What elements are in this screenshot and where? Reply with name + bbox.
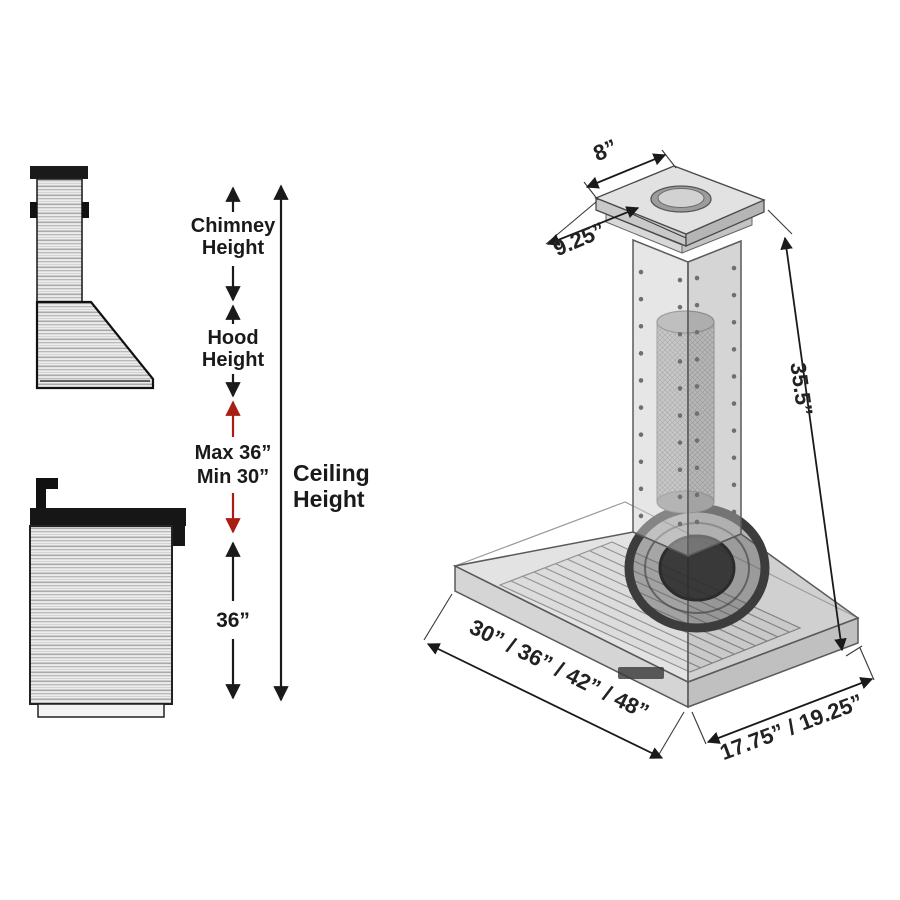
depth-options-dim-label: 17.75” / 19.25”: [717, 689, 867, 765]
extension-line: [661, 149, 677, 169]
range-side-view: [29, 478, 186, 718]
hood-chimney: [36, 178, 83, 303]
min-clearance-label: Min 30”: [197, 466, 269, 488]
rivet-columns: [638, 265, 737, 543]
height-dim-label: 35.5”: [785, 361, 817, 418]
chimney-height-label-line1: Chimney: [191, 215, 276, 237]
chimney-face-front-right: [687, 239, 742, 558]
hood-height-label-line1: Hood: [207, 327, 258, 349]
range-kickplate: [37, 703, 165, 718]
max-clearance-label: Max 36”: [195, 442, 272, 464]
height-dimensions: Ceiling Height Chimney Height Hood Heigh…: [191, 184, 370, 702]
range-body: [29, 525, 173, 705]
range-cooktop-band: [30, 508, 186, 526]
top-width-dim-label: 8”: [590, 134, 621, 166]
chimney-bracket-left: [30, 202, 37, 218]
extension-line: [631, 213, 687, 239]
top-width-dim-line: [585, 153, 667, 189]
hood-ceiling-cap: [30, 166, 88, 179]
top-depth-dim-label: 9.25”: [549, 217, 608, 261]
hood-height-label-line2: Height: [202, 349, 265, 371]
wall-hood-side-view: [30, 166, 155, 390]
duct-hole-inner: [657, 188, 705, 208]
ceiling-height-label-line1: Ceiling: [293, 460, 370, 486]
hood-body: [35, 300, 155, 390]
brand-badge: [618, 667, 664, 679]
depth-dim-line: [706, 677, 874, 744]
top-depth-dim-line: [546, 206, 640, 246]
extension-line: [657, 711, 685, 757]
range-height-label: 36”: [216, 609, 250, 632]
chimney-face-front-left: [632, 238, 689, 558]
extension-line: [845, 645, 863, 657]
extension-line: [423, 593, 453, 641]
height-dim-line: [780, 236, 847, 652]
extension-line: [767, 209, 793, 235]
isometric-hood: [452, 165, 860, 709]
dimension-lines: [426, 153, 874, 759]
extension-line: [859, 647, 875, 681]
range-backguard: [36, 478, 58, 515]
ceiling-height-label-line2: Height: [293, 486, 365, 512]
width-dim-line: [426, 643, 664, 759]
chimney-height-label-line2: Height: [202, 237, 265, 259]
range-handle: [172, 526, 185, 546]
extension-line: [691, 711, 707, 745]
chimney-bracket-right: [82, 202, 89, 218]
